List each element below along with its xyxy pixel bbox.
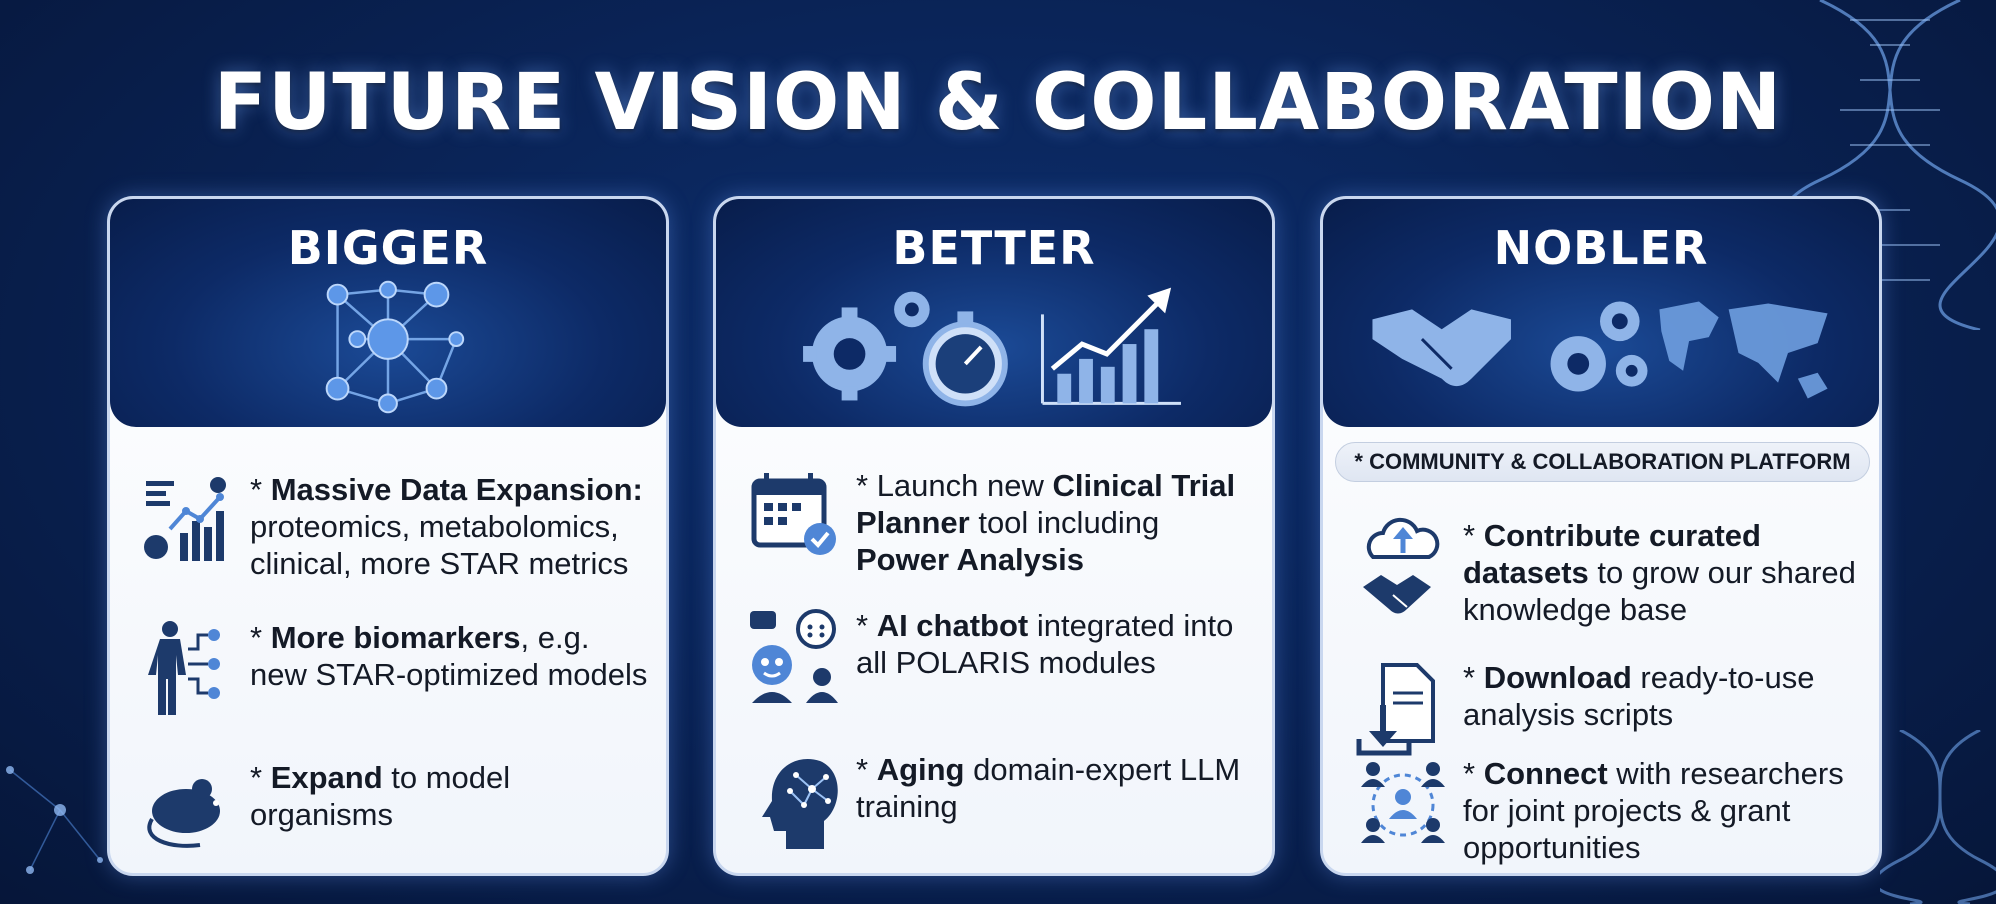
card-title: BETTER [892,221,1096,275]
collaboration-platform-badge: * COMMUNITY & COLLABORATION PLATFORM [1335,442,1870,482]
download-document-icon [1356,663,1435,756]
nobler-card: NOBLER * COMMUNITY & COLLABORATION PLATF… [1320,196,1882,876]
item-text: * AI chatbot integrated into all POLARIS… [856,608,1234,680]
world-map-icon [1659,301,1828,399]
card-title: BIGGER [287,221,489,275]
chatbot-icon [750,609,838,703]
card-header: BETTER [716,199,1272,427]
card-title: NOBLER [1493,221,1709,275]
human-biomarker-icon [148,621,220,715]
card-header: BIGGER [110,199,666,427]
item-text: * Contribute curated datasets to grow ou… [1463,518,1856,627]
page-title: FUTURE VISION & COLLABORATION [213,58,1783,148]
item-text: * Massive Data Expansion: proteomics, me… [250,472,643,581]
data-charts-icon [144,477,226,561]
item-text: * Expand to model organisms [250,760,511,832]
item-text: * Connect with researchers for joint pro… [1463,756,1844,865]
item-text: * Launch new Clinical Trial Planner tool… [856,468,1236,577]
gears-icon [1550,301,1648,392]
better-card: BETTER [713,196,1275,876]
mouse-icon [147,779,220,848]
dna-helix-decoration [1880,730,1996,904]
handshake-icon [1372,309,1511,387]
bigger-card: BIGGER [107,196,669,876]
network-nodes-icon [325,280,465,414]
card-header: NOBLER [1323,199,1879,427]
item-text: * More biomarkers, e.g. new STAR-optimiz… [250,620,648,692]
cloud-handshake-icon [1363,517,1440,614]
header-icons [803,287,1181,407]
item-text: * Download ready-to-use analysis scripts [1463,660,1815,732]
calendar-check-icon [751,473,836,555]
header-icons [1372,301,1828,399]
item-text: * Aging domain-expert LLM training [856,752,1241,824]
brain-head-icon [762,758,838,849]
gears-icon [803,291,930,401]
growth-chart-icon [1040,287,1181,405]
researchers-network-icon [1361,762,1445,843]
stopwatch-icon [922,311,1008,407]
network-decoration [6,766,103,874]
